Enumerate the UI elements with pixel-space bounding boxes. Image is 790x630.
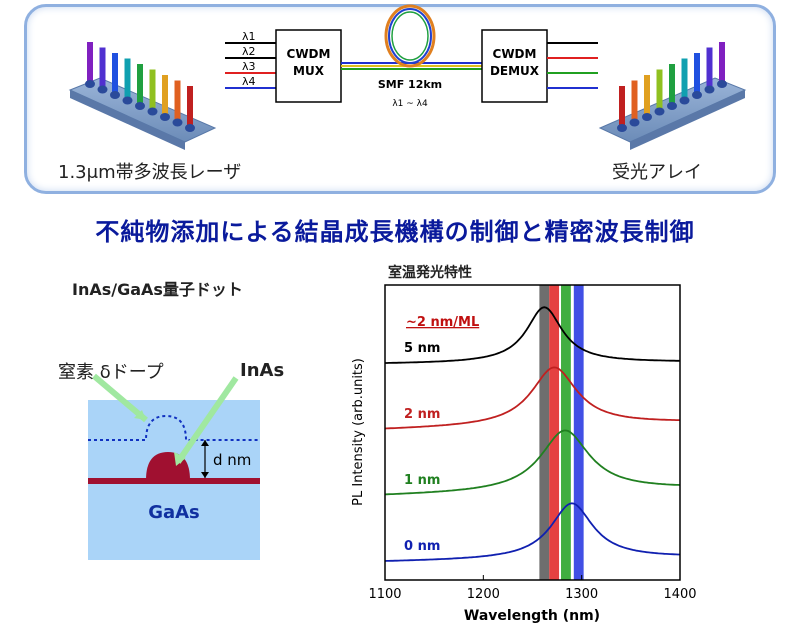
series-line-2nm [384,366,680,430]
laser-base-2 [97,85,108,94]
receiver-base-2 [629,118,640,127]
receiver-base-5 [667,102,677,110]
output-channels [547,42,598,89]
receiver-base-9 [717,80,727,88]
receiver-pin-1 [619,86,625,126]
demux-label-2: DEMUX [490,64,540,78]
series-line-0nm [384,502,680,562]
nitrogen-delta-layer [88,414,260,441]
laser-base-7 [160,113,170,121]
series-label-5nm: 5 nm [404,341,440,356]
series-label-2nm: 2 nm [404,407,440,422]
wavelength-band-3 [561,285,571,580]
lambda-label-3: λ3 [242,60,256,73]
wavelength-band-4 [573,285,584,580]
nitrogen-arrow [92,373,148,423]
y-axis-label: PL Intensity (arb.units) [351,358,366,506]
x-tick-label-1: 1100 [368,587,401,602]
laser-base-1 [85,80,95,88]
chart-title: 室温発光特性 [388,265,472,281]
laser-pin-4 [124,58,131,99]
fiber-icon [341,4,482,70]
pl-spectrum-chart: 1100 1200 1300 1400 5 nm 2 nm 1 nm 0 nm ~2 nm/… [351,284,697,624]
wavelength-band-2 [549,285,560,580]
laser-label: 1.3μm帯多波長レーザ [58,162,242,183]
wavelength-band-1 [539,285,550,580]
quantum-dot-structure: d nm GaAs [88,373,260,560]
lambda-label-4: λ4 [242,75,256,88]
fiber-label: SMF 12km [378,78,442,91]
laser-pin-8 [174,80,181,121]
series-line-5nm [385,306,680,364]
receiver-pin-7 [694,53,700,93]
laser-base-6 [147,107,158,116]
receiver-array-icon [598,42,747,150]
mux-label-1: CWDM [287,47,331,61]
receiver-pin-8 [706,47,713,88]
main-title: 不純物添加による結晶成長機構の制御と精密波長制御 [95,218,695,246]
laser-pin-2 [99,47,106,88]
receiver-base-7 [692,91,702,99]
receiver-label: 受光アレイ [612,162,702,183]
receiver-base-4 [654,107,665,116]
demux-label-1: CWDM [493,47,537,61]
receiver-pin-9 [719,42,725,82]
lambda-label-1: λ1 [242,30,256,43]
system-diagram: CWDM MUX SMF 12km λ1 ~ λ4 CWDM DEMUX λ1 … [68,4,747,150]
receiver-pin-5 [669,64,675,104]
structure-title: InAs/GaAs量子ドット [72,280,243,299]
laser-pin-9 [187,86,193,126]
receiver-pin-2 [631,80,638,121]
laser-base-4 [122,96,133,105]
laser-base-3 [110,91,120,99]
laser-base-8 [172,118,183,127]
laser-pin-6 [149,69,156,110]
x-tick-label-3: 1300 [565,587,598,602]
receiver-base-3 [642,113,652,121]
series-line-1nm [384,429,681,496]
wetting-layer [88,478,260,484]
laser-base-9 [185,124,195,132]
receiver-base-8 [704,85,715,94]
fiber-range-label: λ1 ~ λ4 [392,99,428,109]
laser-array-icon [68,42,217,150]
shift-annotation: ~2 nm/ML [406,315,479,330]
laser-pin-1 [87,42,93,82]
input-channels [225,42,276,89]
laser-base-5 [135,102,145,110]
mux-label-2: MUX [293,64,325,78]
series-label-1nm: 1 nm [404,473,440,488]
series-label-0nm: 0 nm [404,539,440,554]
receiver-base-6 [679,96,690,105]
receiver-pin-6 [681,58,688,99]
laser-pin-7 [162,75,168,115]
receiver-base-1 [617,124,627,132]
receiver-pin-4 [656,69,663,110]
mux-box [275,29,342,103]
x-tick-label-2: 1200 [467,587,500,602]
x-axis-label: Wavelength (nm) [464,608,600,624]
x-tick-label-4: 1400 [663,587,696,602]
plot-frame [384,284,681,581]
demux-box [481,29,548,103]
inas-label: InAs [240,360,285,381]
inas-arrow [175,376,239,464]
laser-pin-5 [137,64,143,104]
receiver-pin-3 [644,75,650,115]
distance-label: d nm [213,451,251,469]
substrate-label: GaAs [148,502,200,523]
nitrogen-label: 窒素 δドープ [58,362,164,383]
laser-pin-3 [112,53,118,93]
lambda-label-2: λ2 [242,45,256,58]
